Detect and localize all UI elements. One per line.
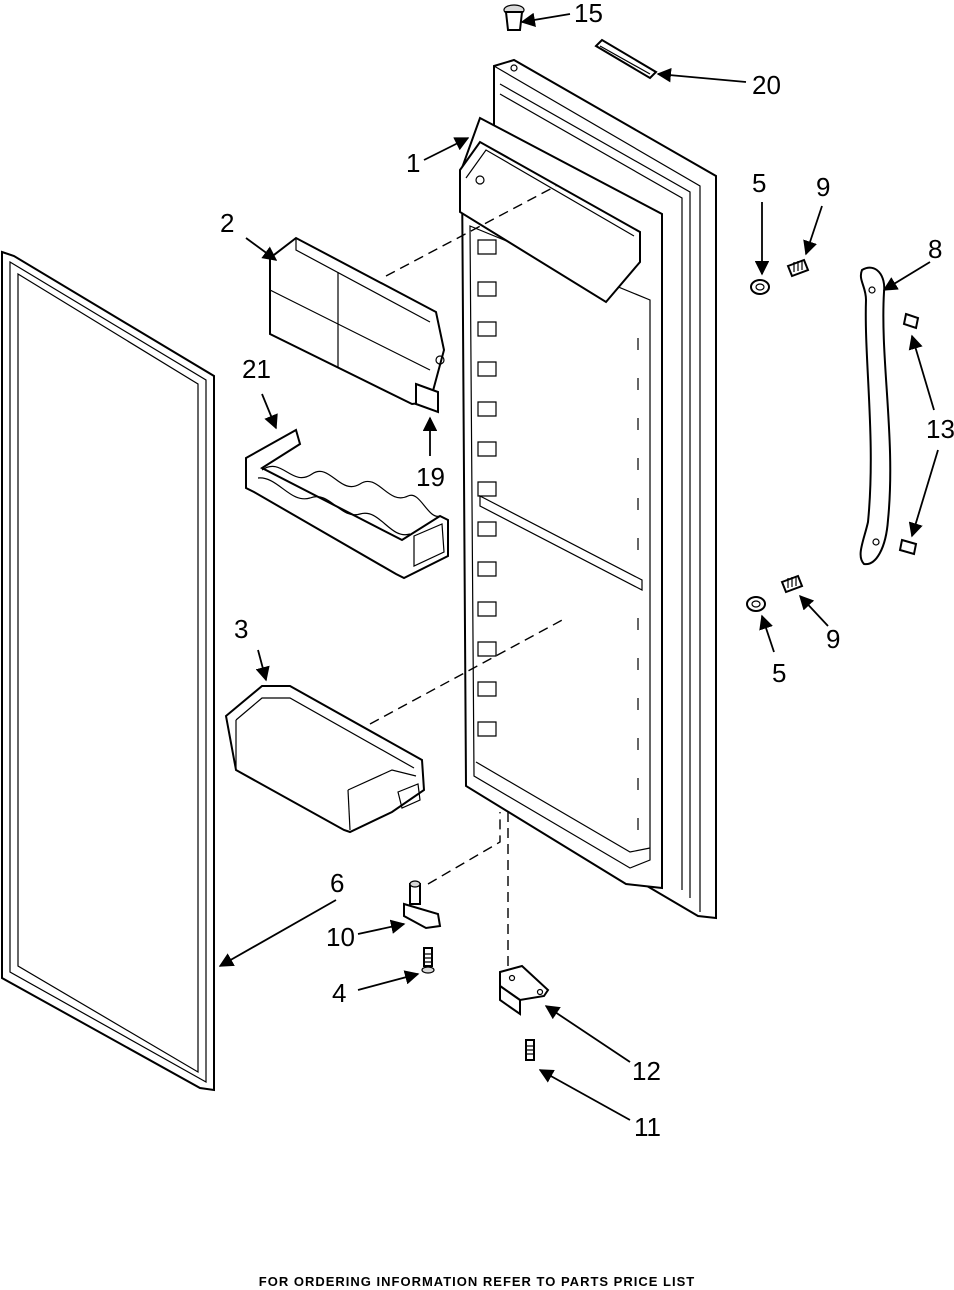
top-trim-label bbox=[594, 38, 658, 80]
ordering-footer-note: FOR ORDERING INFORMATION REFER TO PARTS … bbox=[258, 1274, 696, 1289]
callout-8: 8 bbox=[928, 234, 942, 264]
left-rail-tabs bbox=[477, 239, 497, 737]
handle-spacer-upper bbox=[750, 279, 770, 295]
hinge-bracket-screw bbox=[525, 1039, 535, 1061]
callout-5-lower: 5 bbox=[772, 658, 786, 688]
handle-screw-upper bbox=[786, 258, 810, 278]
callout-9-lower: 9 bbox=[826, 624, 840, 654]
callout-19: 19 bbox=[416, 462, 445, 492]
egg-tray bbox=[245, 428, 449, 580]
handle-screw-lower bbox=[780, 574, 804, 594]
lower-hinge-screw bbox=[421, 947, 435, 974]
callout-15: 15 bbox=[574, 0, 603, 28]
set-screw-upper bbox=[902, 312, 920, 330]
callout-3: 3 bbox=[234, 614, 248, 644]
callout-11: 11 bbox=[634, 1112, 661, 1142]
callout-21: 21 bbox=[242, 354, 271, 384]
set-screw-lower bbox=[898, 538, 918, 556]
handle-spacer-lower bbox=[746, 596, 766, 612]
door-bin bbox=[224, 685, 426, 834]
callout-9-upper: 9 bbox=[816, 172, 830, 202]
dairy-compartment bbox=[269, 236, 446, 414]
door-liner bbox=[459, 58, 717, 920]
callout-4: 4 bbox=[332, 978, 346, 1008]
hinge-bracket bbox=[499, 964, 550, 1016]
assembly-lines bbox=[369, 185, 567, 966]
callout-2: 2 bbox=[220, 208, 234, 238]
callout-13: 13 bbox=[926, 414, 954, 444]
callout-12: 12 bbox=[632, 1056, 661, 1086]
callout-5-upper: 5 bbox=[752, 168, 766, 198]
callout-labels: 15 20 1 2 21 19 3 6 10 4 12 11 5 9 8 13 … bbox=[220, 0, 954, 1142]
lower-hinge bbox=[403, 880, 442, 930]
callout-20: 20 bbox=[752, 70, 781, 100]
callout-1: 1 bbox=[406, 148, 420, 178]
door-handle bbox=[859, 266, 892, 566]
callout-6: 6 bbox=[330, 868, 344, 898]
top-hinge-bushing bbox=[503, 4, 525, 72]
leader-arrows bbox=[218, 12, 939, 1121]
door-gasket bbox=[1, 250, 215, 1092]
callout-10: 10 bbox=[326, 922, 355, 952]
